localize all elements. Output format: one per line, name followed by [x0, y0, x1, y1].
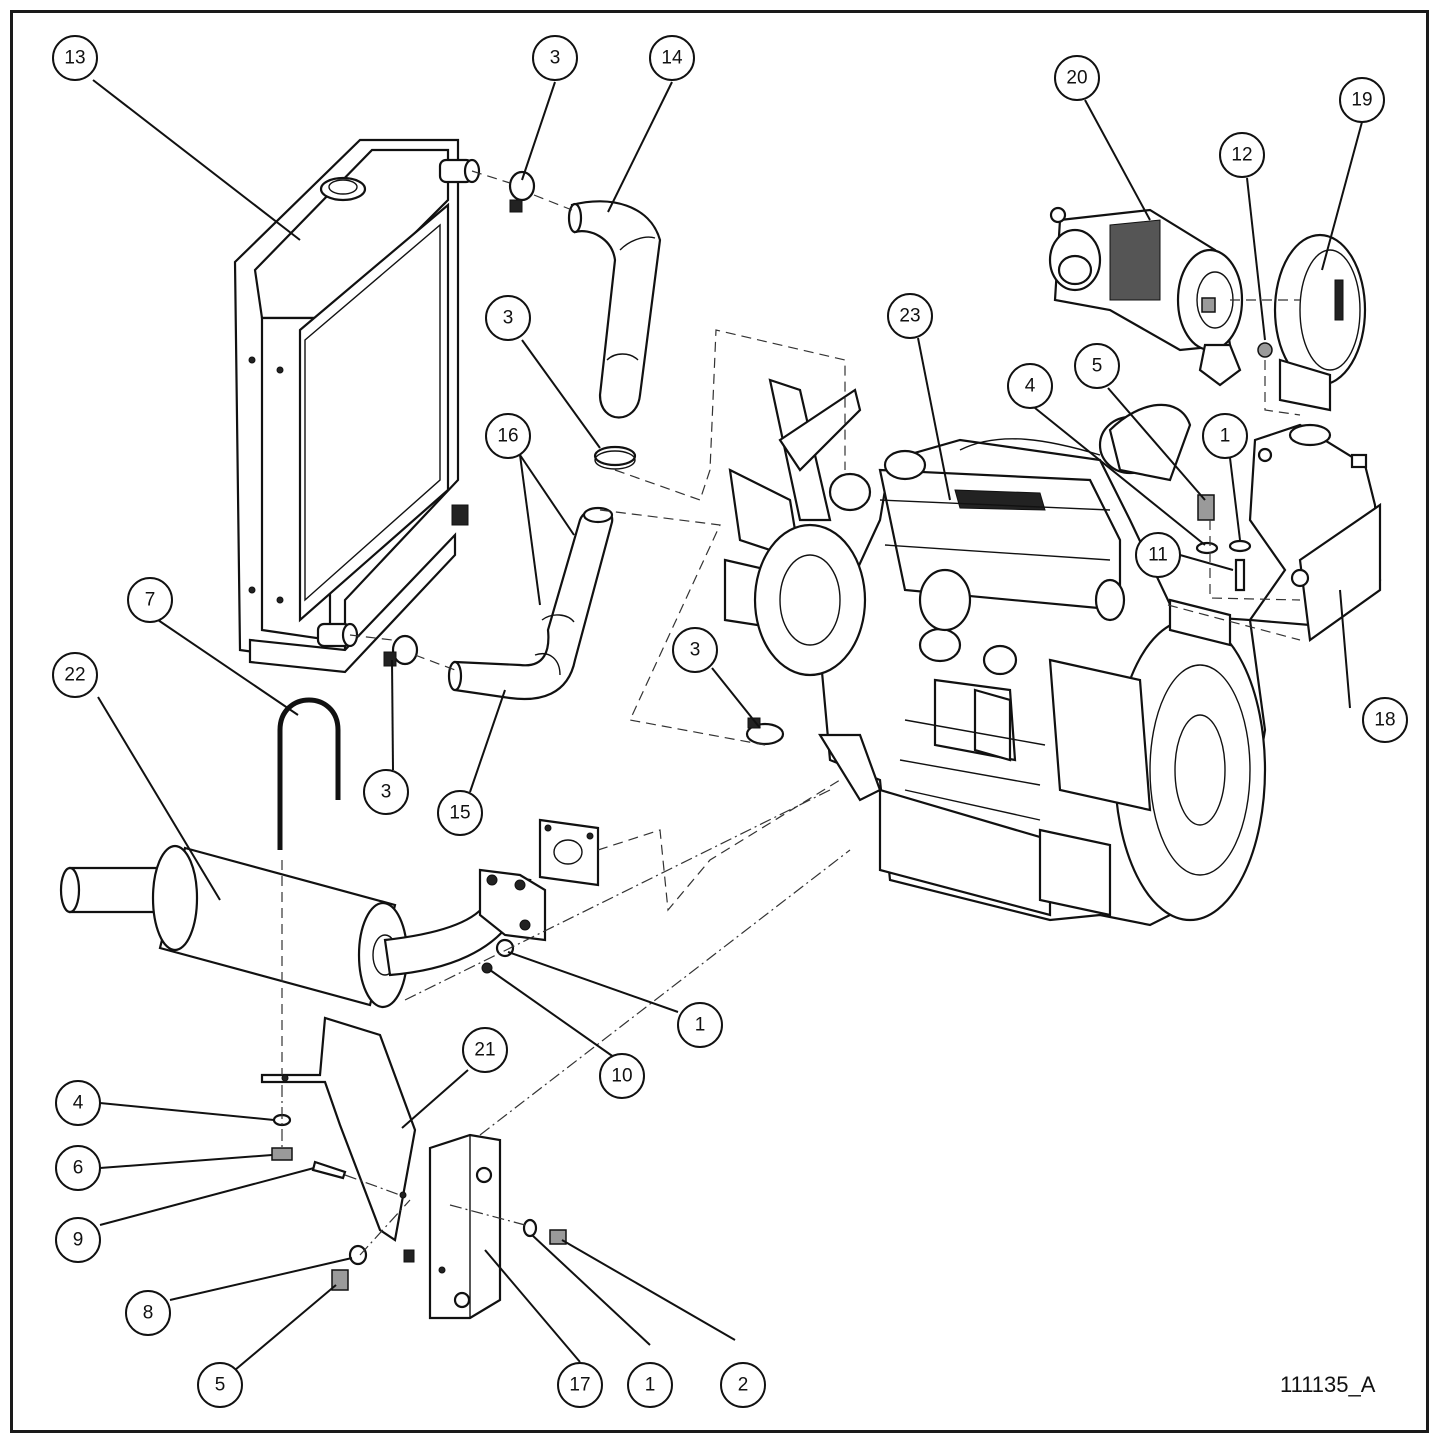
svg-text:16: 16 — [497, 426, 518, 447]
callout-23: 23 — [887, 293, 933, 339]
svg-text:15: 15 — [449, 803, 470, 824]
svg-text:19: 19 — [1351, 90, 1372, 111]
drawing-border — [10, 10, 1429, 1433]
callout-5-engine: 5 — [1074, 343, 1120, 389]
engine-drawing — [723, 378, 1267, 927]
callout-3-hose: 3 — [485, 295, 531, 341]
svg-text:1: 1 — [645, 1375, 656, 1396]
callout-6: 6 — [55, 1145, 101, 1191]
callout-4-engine: 4 — [1007, 363, 1053, 409]
svg-text:14: 14 — [661, 48, 683, 69]
u-bolt-drawing — [277, 697, 341, 850]
hardware-drawings — [271, 1113, 567, 1291]
callout-3-engine: 3 — [672, 627, 718, 673]
callout-1-bracket: 1 — [627, 1362, 673, 1408]
callout-1-muffler: 1 — [677, 1002, 723, 1048]
lower-hose-drawing — [447, 506, 614, 701]
svg-text:3: 3 — [381, 782, 392, 803]
svg-text:22: 22 — [64, 665, 85, 686]
callout-11: 11 — [1135, 532, 1181, 578]
callout-16: 16 — [485, 413, 531, 459]
svg-text:4: 4 — [73, 1093, 84, 1114]
svg-text:11: 11 — [1148, 545, 1168, 566]
svg-text:5: 5 — [1092, 356, 1103, 377]
callout-15: 15 — [437, 790, 483, 836]
svg-text:23: 23 — [899, 306, 920, 327]
svg-text:17: 17 — [569, 1375, 590, 1396]
svg-text:9: 9 — [73, 1230, 84, 1251]
callout-10: 10 — [599, 1053, 645, 1099]
callout-5-bracket: 5 — [197, 1362, 243, 1408]
svg-text:21: 21 — [474, 1040, 495, 1061]
air-cleaner-bracket-drawing — [1248, 423, 1382, 642]
drawing-number: 111135_A — [1280, 1372, 1376, 1397]
svg-text:3: 3 — [503, 308, 514, 329]
svg-text:20: 20 — [1066, 68, 1087, 89]
callout-7: 7 — [127, 577, 173, 623]
svg-text:10: 10 — [611, 1066, 632, 1087]
svg-text:5: 5 — [215, 1375, 226, 1396]
svg-text:7: 7 — [145, 590, 156, 611]
upper-hose-drawing — [567, 200, 662, 419]
muffler-drawing — [59, 844, 547, 1009]
svg-text:3: 3 — [690, 640, 701, 661]
svg-text:6: 6 — [73, 1158, 84, 1179]
air-cleaner-band-drawing — [1273, 233, 1367, 412]
engine-hardware-drawings — [1195, 297, 1252, 592]
svg-text:4: 4 — [1025, 376, 1036, 397]
callout-17: 17 — [557, 1362, 603, 1408]
svg-text:2: 2 — [738, 1375, 749, 1396]
svg-text:12: 12 — [1231, 145, 1252, 166]
callout-21: 21 — [462, 1027, 508, 1073]
callout-18: 18 — [1362, 697, 1408, 743]
callout-20: 20 — [1054, 55, 1100, 101]
hose-clamp-drawings — [383, 170, 785, 746]
muffler-bracket-drawing — [260, 1016, 417, 1263]
svg-text:1: 1 — [695, 1015, 706, 1036]
callout-14: 14 — [649, 35, 695, 81]
leader-lines — [92, 79, 1363, 1371]
callout-22: 22 — [52, 652, 98, 698]
callout-3-bottom: 3 — [363, 769, 409, 815]
callout-19: 19 — [1339, 77, 1385, 123]
callout-12: 12 — [1219, 132, 1265, 178]
callout-9: 9 — [55, 1217, 101, 1263]
svg-text:18: 18 — [1374, 710, 1395, 731]
callout-8: 8 — [125, 1290, 171, 1336]
svg-text:8: 8 — [143, 1303, 154, 1324]
gasket-drawing — [538, 818, 600, 887]
callout-4-bracket: 4 — [55, 1080, 101, 1126]
assembly-lines — [281, 170, 1301, 1256]
callout-13: 13 — [52, 35, 98, 81]
callout-1-engine: 1 — [1202, 413, 1248, 459]
callout-2: 2 — [720, 1362, 766, 1408]
svg-text:13: 13 — [64, 48, 85, 69]
callout-3-top: 3 — [532, 35, 578, 81]
svg-text:1: 1 — [1220, 426, 1231, 447]
svg-text:3: 3 — [550, 48, 561, 69]
mount-bracket-drawing — [428, 1133, 502, 1320]
radiator-drawing — [233, 138, 481, 674]
